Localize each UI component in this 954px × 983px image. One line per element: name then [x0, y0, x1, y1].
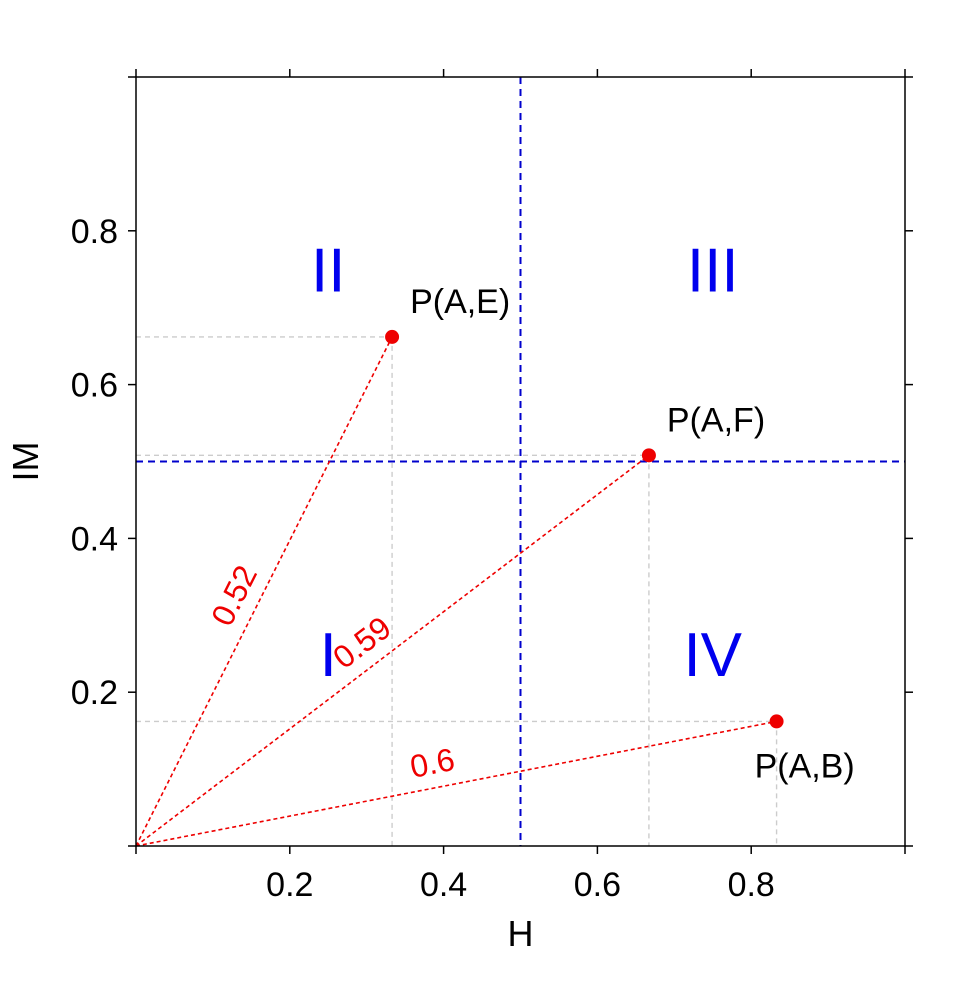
plot-frame [135, 76, 906, 847]
quadrant-dividers [136, 77, 905, 846]
point-label: P(A,F) [667, 401, 765, 439]
distance-label: 0.59 [326, 609, 397, 675]
axis-tick-labels: 0.2 0.4 0.6 0.8 0.2 0.4 0.6 0.8 [71, 213, 775, 904]
distance-label: 0.52 [204, 560, 264, 632]
x-axis-title: H [508, 913, 534, 954]
x-tick-label: 0.6 [574, 866, 621, 904]
data-point [769, 714, 784, 729]
distance-label: 0.6 [407, 741, 458, 785]
point-label: P(A,E) [410, 283, 510, 321]
y-tick-label: 0.2 [71, 674, 118, 712]
data-point [385, 329, 400, 344]
distance-line [135, 720, 777, 847]
y-tick-label: 0.8 [71, 213, 118, 251]
data-points [385, 329, 784, 729]
y-tick-label: 0.4 [71, 520, 118, 558]
quadrant-label: III [687, 236, 739, 305]
guide-lines [136, 336, 778, 846]
quadrant-label: II [311, 236, 345, 305]
y-axis-title: IM [5, 442, 46, 482]
axis-ticks [128, 69, 913, 854]
distance-line [135, 454, 650, 847]
data-point [641, 448, 656, 463]
x-tick-label: 0.8 [728, 866, 775, 904]
distance-lines [135, 336, 777, 847]
distance-line [135, 336, 393, 847]
quadrant-label: IV [683, 621, 742, 690]
y-tick-label: 0.6 [71, 367, 118, 405]
x-tick-label: 0.4 [420, 866, 467, 904]
quadrant-label: I [320, 621, 337, 690]
point-label: P(A,B) [755, 747, 855, 785]
x-tick-label: 0.2 [266, 866, 313, 904]
point-labels: P(A,E) P(A,F) P(A,B) [410, 283, 855, 786]
